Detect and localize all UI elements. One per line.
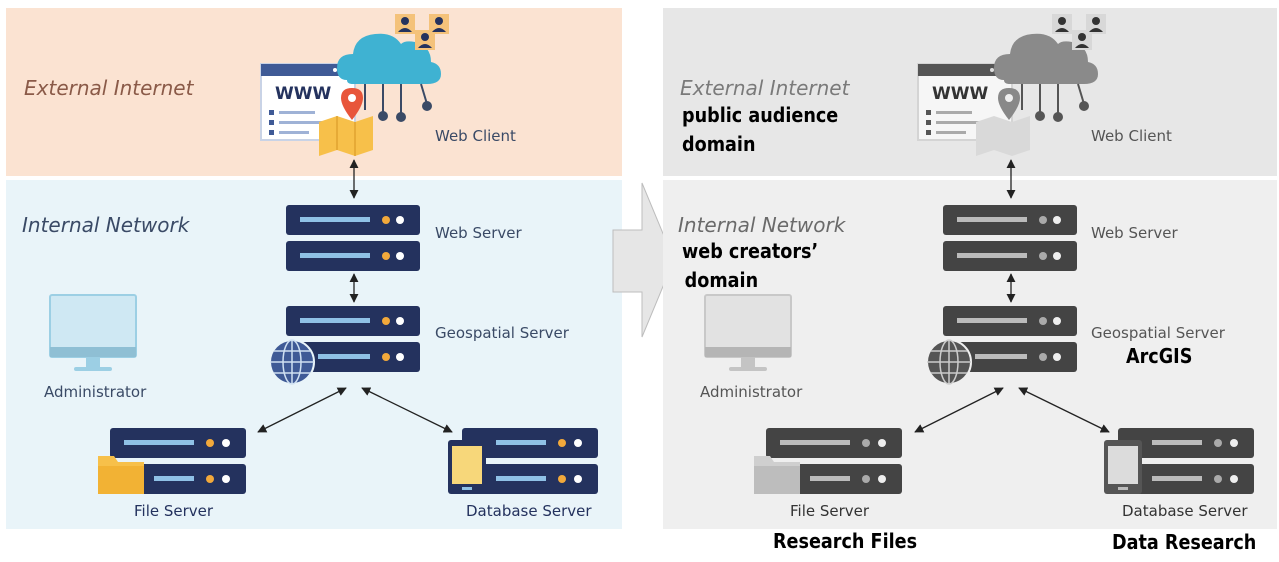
www-text: WWW — [275, 84, 332, 104]
www-text: WWW — [932, 84, 989, 104]
www-window-icon: WWW — [917, 63, 1013, 141]
globe-icon — [926, 339, 972, 385]
external-zone-label: External Internet — [24, 76, 194, 100]
monitor-icon — [704, 294, 792, 371]
web-creators-line1: web creators’ — [682, 239, 819, 263]
location-pin-icon — [341, 88, 363, 120]
database-server-label: Database Server — [466, 502, 592, 520]
web-server-icon — [943, 205, 1077, 271]
database-icon — [1104, 440, 1142, 494]
research-files-annotation: Research Files — [773, 529, 918, 553]
web-server-icon — [286, 205, 420, 271]
transition-arrow-icon — [612, 182, 675, 338]
web-client-illustration: WWW — [917, 14, 1106, 156]
web-server-label: Web Server — [435, 224, 522, 242]
database-server-label: Database Server — [1122, 502, 1248, 520]
arcgis-annotation: ArcGIS — [1126, 344, 1193, 368]
web-creators-line2: domain — [684, 268, 759, 292]
web-server-label: Web Server — [1091, 224, 1178, 242]
web-client-illustration: WWW — [260, 14, 449, 156]
administrator-label: Administrator — [700, 383, 803, 401]
public-audience-line1: public audience — [682, 103, 839, 127]
connection-arrows — [914, 159, 1110, 433]
external-zone-label: External Internet — [680, 76, 850, 100]
data-research-annotation: Data Research — [1112, 530, 1257, 554]
user-avatar-icon — [395, 14, 449, 50]
arrow-icon — [361, 387, 453, 433]
geospatial-server-label: Geospatial Server — [1091, 324, 1225, 342]
monitor-icon — [49, 294, 137, 371]
file-server-label: File Server — [790, 502, 870, 520]
folder-icon — [98, 456, 144, 494]
web-creators-annotation: web creators’ domain — [682, 237, 818, 295]
location-pin-icon — [998, 88, 1020, 120]
arrow-icon — [1018, 387, 1110, 433]
database-icon — [448, 440, 486, 494]
user-avatar-icon — [1052, 14, 1106, 50]
geospatial-server-icon — [926, 306, 1077, 385]
web-client-label: Web Client — [1091, 127, 1172, 145]
folder-icon — [754, 456, 800, 494]
file-server-icon — [98, 428, 246, 494]
file-server-label: File Server — [134, 502, 214, 520]
internal-zone-label: Internal Network — [678, 213, 846, 237]
administrator-label: Administrator — [44, 383, 147, 401]
arrow-icon — [914, 387, 1004, 433]
database-server-icon — [448, 428, 598, 494]
public-audience-annotation: public audience domain — [682, 101, 838, 159]
public-audience-line2: domain — [682, 132, 756, 156]
globe-icon — [269, 339, 315, 385]
file-server-icon — [754, 428, 902, 494]
internal-zone-label: Internal Network — [22, 213, 190, 237]
map-icon — [976, 116, 1030, 156]
connection-arrows — [257, 159, 453, 433]
arrow-icon — [257, 387, 347, 433]
geospatial-server-icon — [269, 306, 420, 385]
geospatial-server-label: Geospatial Server — [435, 324, 569, 342]
map-icon — [319, 116, 373, 156]
web-client-label: Web Client — [435, 127, 516, 145]
database-server-icon — [1104, 428, 1254, 494]
